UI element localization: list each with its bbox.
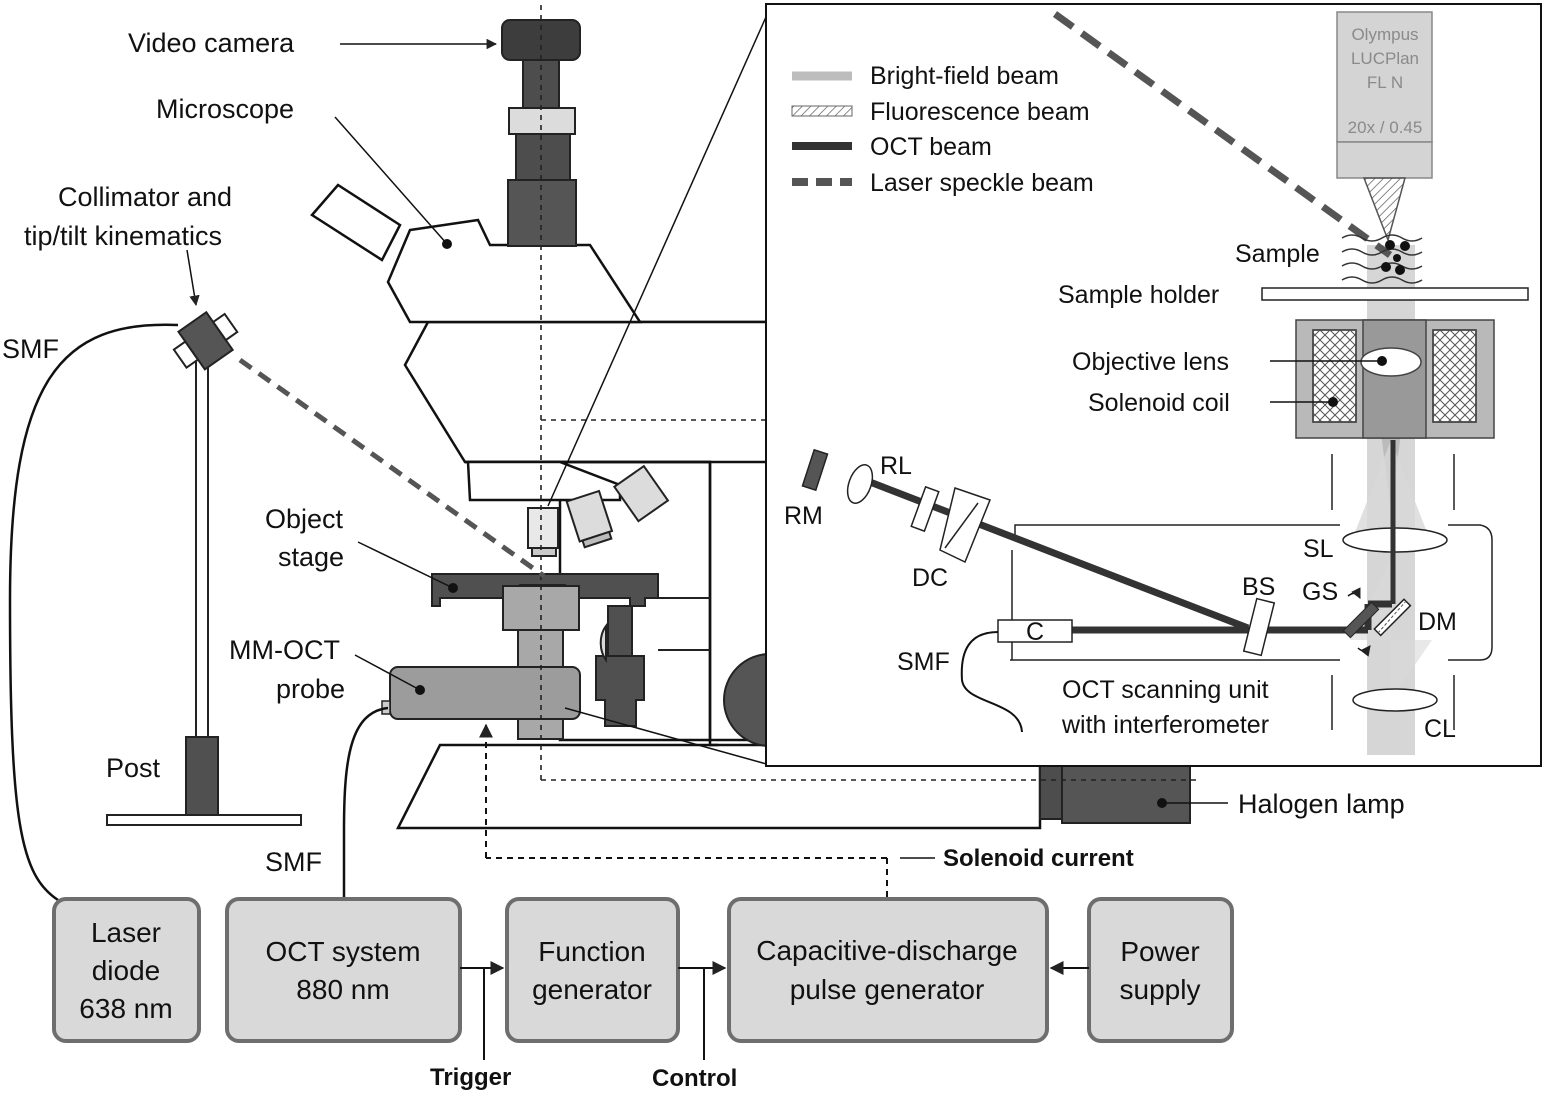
main-labels: Video camera Microscope Collimator and t… [2,28,1405,1092]
dispersion-compensator [910,485,991,564]
collimator-label-line1: Collimator and [58,182,232,212]
bs-label: BS [1242,573,1275,601]
legend-bright-field: Bright-field beam [870,62,1059,90]
pointers [186,38,1228,804]
speckle-beam-inset [1052,11,1393,258]
power-line1: Power [1120,936,1199,967]
smf-left-label: SMF [2,334,59,364]
oct-line1: OCT system [265,936,420,967]
solenoid-current-path [479,723,888,897]
scan-unit-line2: with interferometer [1061,711,1269,739]
solenoid-current-label: Solenoid current [943,845,1134,872]
laser-line1: Laser [91,917,161,948]
sample-holder [1261,287,1529,301]
objective-lens-label: Objective lens [1072,348,1229,376]
inset-labels: Bright-field beam Fluorescence beam OCT … [784,25,1457,743]
video-camera-label: Video camera [128,28,295,58]
halogen-lamp-label: Halogen lamp [1238,789,1405,819]
beam-splitter [1242,597,1276,657]
optical-axis [540,5,1200,781]
mmoct-label-line2: probe [276,674,345,704]
collector-lens [1352,688,1438,712]
oct-line2: 880 nm [296,974,389,1005]
gs-label: GS [1302,578,1338,606]
signal-arrows [460,961,1089,1060]
legend-fluorescence: Fluorescence beam [870,98,1090,126]
speckle-beam-main [238,357,546,579]
capacitive-line2: pulse generator [790,974,985,1005]
scan-unit-line1: OCT scanning unit [1062,676,1269,704]
bottom-boxes [52,897,1234,1043]
microscope-label: Microscope [156,94,294,124]
stage-dot [448,583,458,593]
objectives [527,464,670,557]
rm-label: RM [784,502,823,530]
olympus-objective [1336,11,1433,243]
sample-label: Sample [1235,240,1320,268]
smf-inset-label: SMF [897,648,950,676]
function-line2: generator [532,974,652,1005]
box-labels: Laser diode 638 nm OCT system 880 nm Fun… [79,917,1200,1024]
sample-holder-label: Sample holder [1058,281,1219,309]
control-label: Control [652,1065,737,1092]
laser-line3: 638 nm [79,993,172,1024]
object-stage-label-line1: Object [265,504,344,534]
capacitive-line1: Capacitive-discharge [756,935,1017,966]
legend-speckle: Laser speckle beam [870,169,1094,197]
function-generator-box [505,897,680,1043]
inset-panel [765,3,1542,767]
zoom-lines [547,7,771,766]
legend-oct: OCT beam [870,133,992,161]
c-label: C [1026,618,1044,646]
legend [791,71,853,186]
objective-brand: Olympus [1351,25,1418,44]
halogen-lamp [1039,764,1191,824]
mm-oct-probe [381,666,581,720]
reference-lens [846,464,874,504]
power-supply-box [1087,897,1234,1043]
objective-model: LUCPlan [1351,49,1419,68]
mmoct-label-line1: MM-OCT [229,635,340,665]
post-and-collimator [106,310,302,826]
capacitive-discharge-box [727,897,1049,1043]
post-label: Post [106,753,161,783]
dm-label: DM [1418,608,1457,636]
fibers [8,323,389,902]
sl-label: SL [1303,535,1334,563]
laser-diode-box [52,897,201,1043]
laser-line2: diode [92,955,161,986]
trigger-label: Trigger [430,1064,511,1091]
objective-type: FL N [1367,73,1403,92]
reference-mirror [801,448,829,492]
smf-probe-label: SMF [265,847,322,877]
cl-label: CL [1424,715,1456,743]
solenoid-coil-label: Solenoid coil [1088,389,1230,417]
objective-spec: 20x / 0.45 [1348,118,1423,137]
function-line1: Function [538,936,645,967]
galvo-scanner [1342,587,1380,657]
rl-label: RL [880,452,912,480]
oct-system-box [225,897,462,1043]
dc-label: DC [912,564,948,592]
collimator-label-line2: tip/tilt kinematics [24,221,222,251]
microscope-dot [442,239,452,249]
power-line2: supply [1120,974,1201,1005]
camera-column [501,19,581,247]
object-stage-label-line2: stage [278,542,344,572]
solenoid-assembly [1295,319,1495,439]
